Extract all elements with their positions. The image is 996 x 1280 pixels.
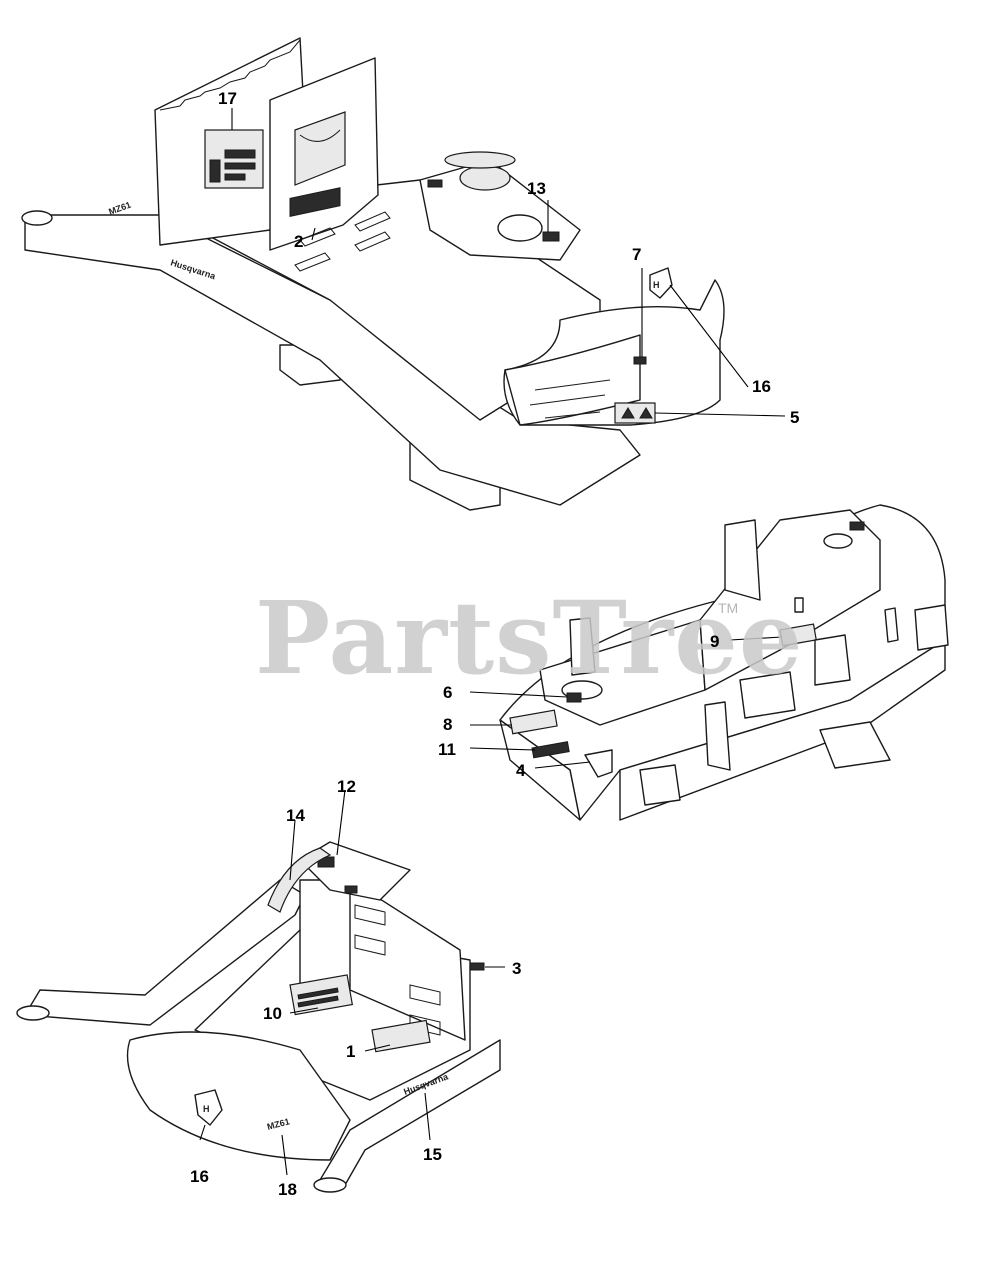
frame-assembly-bottom: Husqvarna H MZ61 bbox=[16, 841, 501, 1193]
leader-lines bbox=[199, 108, 786, 1176]
callout-11: 11 bbox=[438, 740, 456, 759]
callout-5: 5 bbox=[790, 408, 800, 427]
callout-16-bottom: 16 bbox=[190, 1167, 209, 1186]
callout-2: 2 bbox=[294, 232, 304, 251]
trademark-mark: TM bbox=[718, 600, 739, 616]
svg-text:MZ61: MZ61 bbox=[107, 200, 132, 217]
callout-10: 10 bbox=[263, 1004, 282, 1023]
callout-8: 8 bbox=[443, 715, 453, 734]
callout-16-top: 16 bbox=[752, 377, 771, 396]
cutting-deck-assembly bbox=[499, 504, 949, 821]
callout-1: 1 bbox=[346, 1042, 356, 1061]
callout-9: 9 bbox=[710, 632, 720, 651]
svg-text:H: H bbox=[653, 280, 660, 290]
callout-15: 15 bbox=[423, 1145, 442, 1164]
callout-13: 13 bbox=[527, 179, 546, 198]
callout-12: 12 bbox=[337, 777, 356, 796]
callout-17: 17 bbox=[218, 89, 237, 108]
callout-4: 4 bbox=[516, 761, 526, 780]
callout-3: 3 bbox=[512, 959, 522, 978]
callout-6: 6 bbox=[443, 683, 453, 702]
callout-18: 18 bbox=[278, 1180, 297, 1199]
parts-tree-watermark: PartsTree bbox=[255, 579, 804, 697]
frame-assembly-top: H Husqvarna MZ61 bbox=[21, 37, 725, 511]
callout-14: 14 bbox=[286, 806, 305, 825]
svg-text:H: H bbox=[203, 1104, 210, 1114]
callout-7: 7 bbox=[632, 245, 642, 264]
